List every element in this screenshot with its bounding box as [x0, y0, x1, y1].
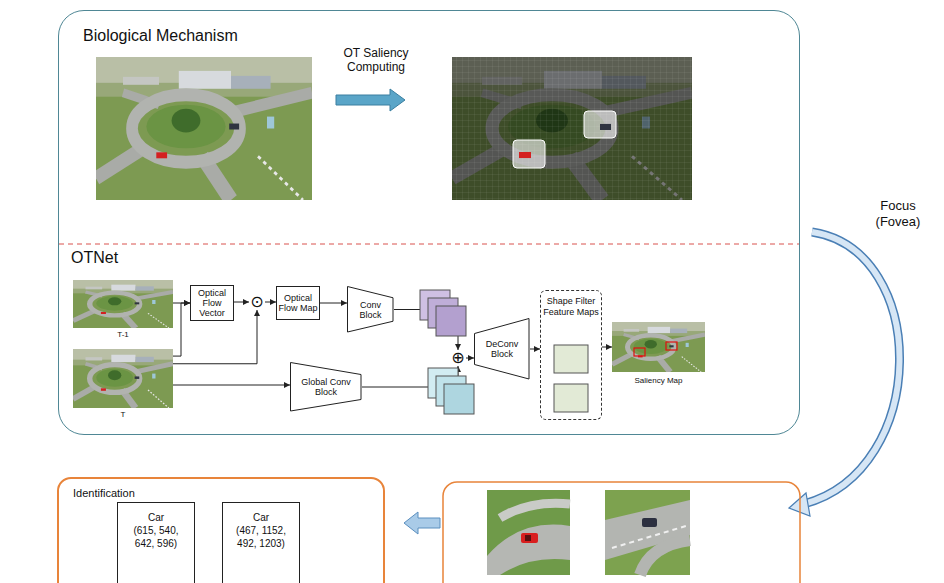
- connector: [602, 347, 612, 348]
- trapezoid-shape: [475, 319, 530, 380]
- video-frame: T-1: [73, 280, 173, 328]
- group-box: Shape Filter Feature Maps: [540, 290, 602, 420]
- connector: [173, 303, 190, 356]
- trapezoid-shape: [348, 287, 394, 333]
- process-arrow: [336, 89, 405, 111]
- label-wrap: OT Saliency Computing: [343, 46, 409, 74]
- connector: [173, 385, 290, 386]
- arrow-label: OT Saliency Computing: [343, 46, 409, 74]
- process-arrow: [404, 512, 440, 534]
- coordinates: (615, 540, 642, 596): [127, 524, 185, 550]
- focus-arrow: [789, 232, 900, 516]
- result-panel: IdentificationCar(615, 540, 642, 596)Car…: [57, 477, 385, 583]
- panel-heading: Identification: [73, 487, 397, 500]
- section-panel: Biological MechanismOTNetT-1TOptical Flo…: [58, 10, 800, 435]
- connector: [466, 358, 474, 359]
- connector: [320, 303, 347, 304]
- class-label: Car: [118, 511, 194, 524]
- video-frame-image: [73, 280, 173, 328]
- feature-map: [554, 345, 588, 373]
- trapezoid-shape: [291, 363, 362, 412]
- class-label: Car: [223, 511, 299, 524]
- operator-symbol: ⊙: [249, 294, 265, 310]
- conv-block: Global Conv Block: [290, 362, 362, 412]
- frame-label: T: [73, 410, 173, 420]
- video-frame: T: [73, 349, 173, 408]
- operator-symbol: ⊕: [450, 350, 466, 366]
- coordinates: (467, 1152, 492, 1203): [232, 524, 290, 550]
- section-heading: Biological Mechanism: [83, 27, 823, 45]
- process-box: Optical Flow Vector: [190, 285, 234, 321]
- block-label: DeConv Block: [481, 339, 523, 359]
- video-frame-image: [73, 349, 173, 408]
- result-box: Car(615, 540, 642, 596): [117, 502, 195, 583]
- connector: [265, 302, 276, 303]
- block-label: Conv Block: [353, 300, 389, 320]
- feature-stack: [420, 290, 466, 336]
- aerial-photo: [96, 57, 312, 200]
- saliency-map-image: [612, 322, 705, 372]
- label-wrap: Focus (Fovea): [866, 198, 930, 230]
- arrow-label: Focus (Fovea): [866, 198, 930, 230]
- group-label: Shape Filter Feature Maps: [542, 296, 600, 317]
- crop-image: [605, 490, 690, 575]
- divider: [59, 244, 799, 245]
- frame-label: T-1: [73, 330, 173, 340]
- frame-label: Saliency Map: [612, 376, 705, 386]
- operator-glyph: ⊙: [250, 294, 263, 310]
- deconv-block: DeConv Block: [474, 318, 530, 380]
- connector: [234, 302, 249, 303]
- connector: [530, 349, 540, 350]
- section-heading: OTNet: [71, 249, 811, 267]
- operator-glyph: ⊕: [451, 350, 464, 366]
- saliency-photo: [452, 57, 692, 200]
- feature-map: [554, 384, 588, 412]
- crop-image: [487, 490, 570, 575]
- block-label: Global Conv Block: [301, 377, 351, 397]
- saliency-frame: Saliency Map: [612, 322, 705, 372]
- feature-stack: [428, 368, 474, 414]
- process-box: Optical Flow Map: [276, 286, 320, 320]
- conv-block: Conv Block: [347, 286, 394, 333]
- crop-panel: [443, 482, 800, 583]
- box-label: Optical Flow Vector: [192, 288, 232, 318]
- result-box: Car(467, 1152, 492, 1203): [222, 502, 300, 583]
- box-label: Optical Flow Map: [278, 293, 318, 313]
